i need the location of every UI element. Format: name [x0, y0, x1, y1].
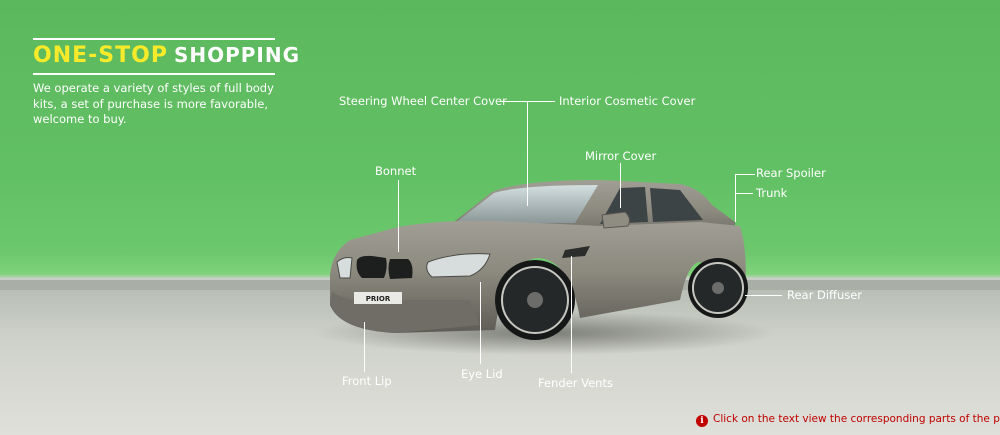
label-trunk[interactable]: Trunk	[756, 186, 788, 200]
car-grille-left	[356, 255, 387, 278]
line-rear-diffuser	[745, 295, 782, 296]
label-mirror-cover[interactable]: Mirror Cover	[585, 149, 657, 163]
footer-note: i Click on the text view the correspondin…	[696, 413, 1000, 427]
line-rear-spoiler-h	[735, 174, 755, 175]
title-highlight: ONE-STOP	[33, 43, 168, 68]
line-steering-down	[527, 101, 528, 206]
car-wheel-rear	[688, 258, 748, 318]
label-fender-vents[interactable]: Fender Vents	[538, 376, 613, 390]
label-steering-wheel-center-cover[interactable]: Steering Wheel Center Cover	[339, 94, 507, 108]
car-fender-vent	[562, 246, 590, 258]
line-eye-lid	[480, 282, 481, 364]
label-interior-cosmetic-cover[interactable]: Interior Cosmetic Cover	[559, 94, 696, 108]
title-rest: SHOPPING	[173, 43, 301, 67]
car-plate	[354, 292, 402, 304]
label-bonnet[interactable]: Bonnet	[375, 164, 417, 178]
line-mirror	[620, 163, 621, 208]
svg-text:PRIOR: PRIOR	[366, 295, 391, 303]
footer-note-text: Click on the text view the corresponding…	[713, 413, 1000, 425]
car-window-rear	[650, 188, 703, 222]
line-rear-spoiler-v	[735, 174, 736, 222]
car-headlight	[426, 253, 491, 278]
title-rule-bottom	[33, 73, 275, 75]
label-front-lip[interactable]: Front Lip	[342, 374, 392, 388]
line-front-lip	[364, 322, 365, 372]
car-windshield	[455, 185, 598, 223]
line-bonnet	[398, 180, 399, 252]
label-rear-spoiler[interactable]: Rear Spoiler	[756, 166, 826, 180]
info-icon: i	[696, 415, 708, 427]
title-rule-top	[33, 38, 275, 40]
car-headlight-left	[336, 257, 353, 279]
car-wheel-front	[495, 260, 575, 340]
label-rear-diffuser[interactable]: Rear Diffuser	[787, 288, 863, 302]
label-eye-lid[interactable]: Eye Lid	[461, 367, 503, 381]
line-fender-vents	[571, 256, 572, 373]
car-mirror	[601, 211, 630, 229]
line-trunk	[735, 193, 753, 194]
description: We operate a variety of styles of full b…	[33, 81, 274, 126]
car-grille-right	[388, 259, 413, 279]
